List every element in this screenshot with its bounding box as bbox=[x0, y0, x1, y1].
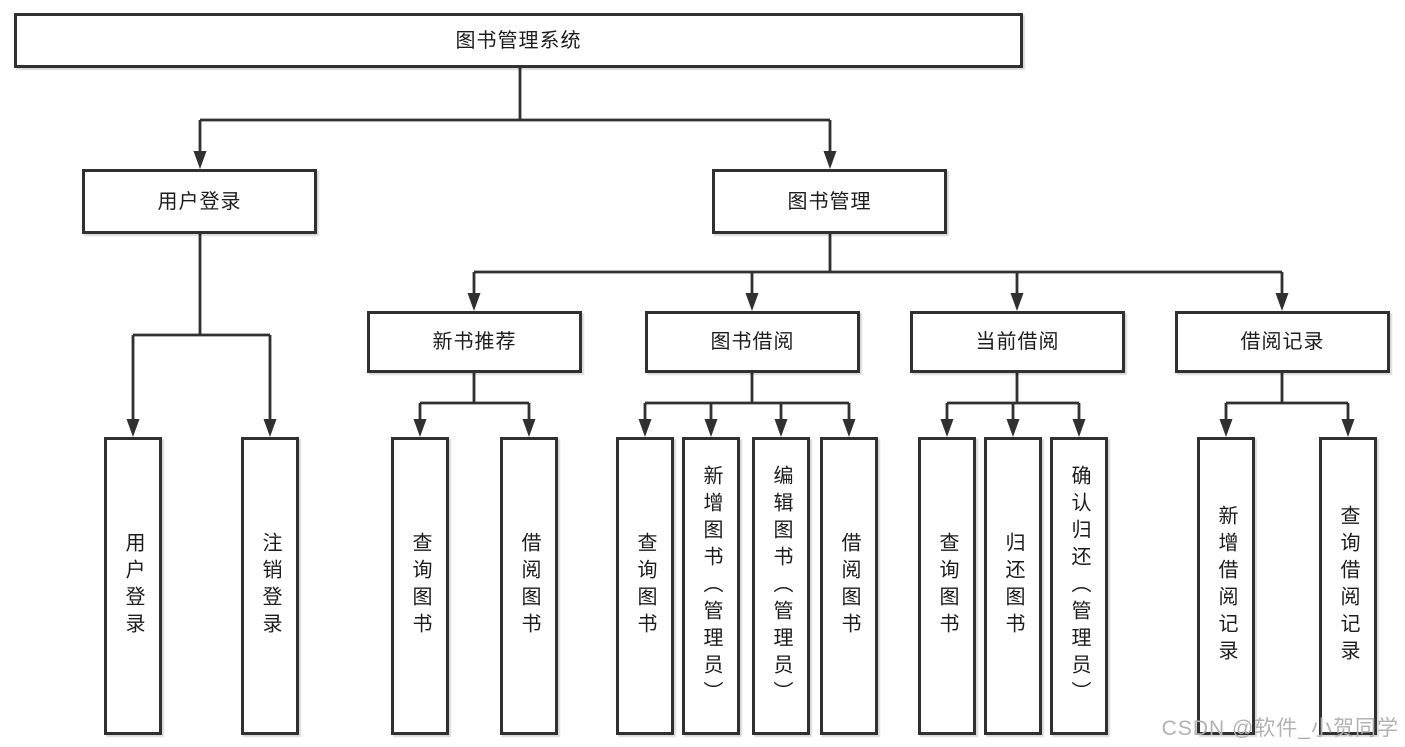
node-root: 图书管理系统 bbox=[14, 13, 1023, 68]
leaf-record-add-record: 新增借阅记录 bbox=[1197, 437, 1255, 735]
leaf-borrow-edit-book: 编辑图书（管理员） bbox=[752, 437, 810, 735]
leaf-current-query-book: 查询图书 bbox=[918, 437, 976, 735]
leaf-current-return-book: 归还图书 bbox=[984, 437, 1042, 735]
watermark: CSDN @软件_小贺同学 bbox=[1161, 717, 1399, 740]
node-borrow-record: 借阅记录 bbox=[1175, 311, 1390, 373]
node-book-borrow-label: 图书借阅 bbox=[710, 331, 795, 353]
leaf-borrow-borrow-book-label: 借阅图书 bbox=[838, 532, 860, 640]
node-book-management: 图书管理 bbox=[712, 169, 947, 234]
leaf-borrow-add-book: 新增图书（管理员） bbox=[682, 437, 740, 735]
node-book-borrow: 图书借阅 bbox=[645, 311, 860, 373]
leaf-recommend-borrow-book-label: 借阅图书 bbox=[518, 532, 540, 640]
node-new-book-recommend-label: 新书推荐 bbox=[432, 331, 517, 353]
leaf-user-login-label: 用户登录 bbox=[122, 532, 144, 640]
node-borrow-record-label: 借阅记录 bbox=[1240, 331, 1325, 353]
leaf-user-login: 用户登录 bbox=[104, 437, 162, 735]
leaf-record-query-record: 查询借阅记录 bbox=[1319, 437, 1377, 735]
leaf-recommend-query-book: 查询图书 bbox=[391, 437, 449, 735]
node-current-borrow-label: 当前借阅 bbox=[975, 331, 1060, 353]
leaf-borrow-edit-book-label: 编辑图书（管理员） bbox=[770, 464, 792, 708]
leaf-borrow-add-book-label: 新增图书（管理员） bbox=[700, 464, 722, 708]
leaf-current-return-book-label: 归还图书 bbox=[1002, 532, 1024, 640]
node-user-login-label: 用户登录 bbox=[157, 190, 242, 213]
node-current-borrow: 当前借阅 bbox=[910, 311, 1125, 373]
leaf-record-add-record-label: 新增借阅记录 bbox=[1215, 505, 1237, 667]
node-new-book-recommend: 新书推荐 bbox=[367, 311, 582, 373]
leaf-borrow-query-book: 查询图书 bbox=[616, 437, 674, 735]
leaf-current-confirm-return-label: 确认归还（管理员） bbox=[1068, 464, 1090, 708]
leaf-recommend-query-book-label: 查询图书 bbox=[409, 532, 431, 640]
leaf-logout: 注销登录 bbox=[241, 437, 299, 735]
node-user-login: 用户登录 bbox=[82, 169, 317, 234]
leaf-borrow-borrow-book: 借阅图书 bbox=[820, 437, 878, 735]
leaf-logout-label: 注销登录 bbox=[259, 532, 281, 640]
leaf-recommend-borrow-book: 借阅图书 bbox=[500, 437, 558, 735]
node-root-label: 图书管理系统 bbox=[455, 29, 582, 52]
node-book-management-label: 图书管理 bbox=[787, 190, 872, 213]
leaf-current-query-book-label: 查询图书 bbox=[936, 532, 958, 640]
leaf-borrow-query-book-label: 查询图书 bbox=[634, 532, 656, 640]
leaf-current-confirm-return: 确认归还（管理员） bbox=[1050, 437, 1108, 735]
leaf-record-query-record-label: 查询借阅记录 bbox=[1337, 505, 1359, 667]
